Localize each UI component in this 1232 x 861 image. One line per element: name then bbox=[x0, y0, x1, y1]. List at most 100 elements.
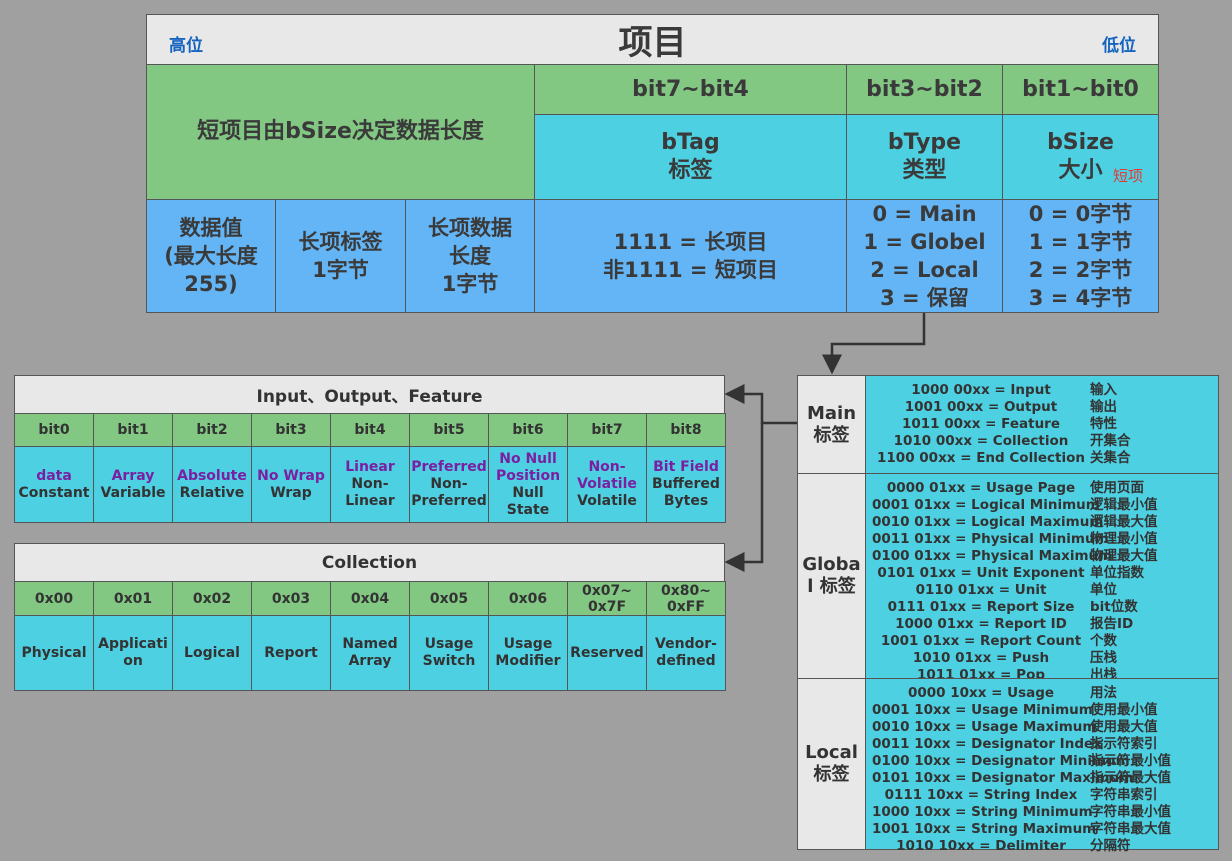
tag-code: 1000 00xx = Input bbox=[911, 382, 1051, 398]
data-value-cell: 数据值 (最大长度 255) bbox=[146, 199, 276, 313]
item-title: 项目 bbox=[618, 23, 687, 63]
table-cell: Logical bbox=[172, 615, 252, 691]
set-meaning: No Wrap bbox=[257, 467, 325, 484]
bsize-cell: bSize 大小 短项 bbox=[1002, 114, 1159, 200]
tag-code: 0111 10xx = String Index bbox=[884, 787, 1078, 803]
collection-table-title: Collection bbox=[14, 543, 725, 582]
long-tag-cell: 长项标签 1字节 bbox=[275, 199, 406, 313]
tag-name: 单位指数 bbox=[1090, 565, 1144, 581]
tag-name: 物理最大值 bbox=[1090, 548, 1158, 564]
tag-code: 1100 00xx = End Collection bbox=[877, 450, 1085, 466]
tag-code: 0101 01xx = Unit Exponent bbox=[877, 565, 1085, 581]
collection-type: Vendor- defined bbox=[655, 636, 717, 669]
collection-type: Named Array bbox=[342, 636, 398, 669]
clear-meaning: Relative bbox=[179, 484, 245, 501]
table-cell: Vendor- defined bbox=[646, 615, 726, 691]
tag-name: 输入 bbox=[1090, 382, 1117, 398]
type-to-main-arrow bbox=[822, 313, 926, 375]
tag-name: 字符串索引 bbox=[1090, 787, 1158, 803]
column-header: bit1 bbox=[93, 413, 173, 447]
collection-type: Usage Switch bbox=[422, 636, 476, 669]
column-header: 0x05 bbox=[409, 581, 489, 616]
tag-name: 逻辑最小值 bbox=[1090, 497, 1158, 513]
bit3-bit2-header: bit3~bit2 bbox=[846, 64, 1003, 115]
tag-code: 0001 01xx = Logical Minimum bbox=[872, 497, 1100, 513]
clear-meaning: Buffered Bytes bbox=[652, 476, 720, 509]
column-header: bit6 bbox=[488, 413, 568, 447]
tag-name: 指示符最大值 bbox=[1090, 770, 1171, 786]
tag-code: 0010 10xx = Usage Maximum bbox=[872, 719, 1097, 735]
column-header: bit0 bbox=[14, 413, 94, 447]
tag-name: 单位 bbox=[1090, 582, 1117, 598]
table-cell: Reserved bbox=[567, 615, 647, 691]
tag-code: 1000 10xx = String Minimum bbox=[872, 804, 1093, 820]
collection-type: Report bbox=[264, 644, 318, 661]
clear-meaning: Null State bbox=[506, 484, 550, 518]
long-length-cell: 长项数据 长度 1字节 bbox=[405, 199, 535, 313]
tag-name: 分隔符 bbox=[1090, 838, 1131, 854]
tag-code: 0010 01xx = Logical Maximum bbox=[872, 514, 1104, 530]
tag-code: 1001 10xx = String Maximum bbox=[872, 821, 1097, 837]
tag-code: 0011 10xx = Designator Index bbox=[872, 736, 1102, 752]
tag-name: 字符串最大值 bbox=[1090, 821, 1171, 837]
collection-type: Applicati on bbox=[98, 636, 168, 669]
column-header: 0x03 bbox=[251, 581, 331, 616]
column-header: 0x07~ 0x7F bbox=[567, 581, 647, 616]
tag-name: 指示符索引 bbox=[1090, 736, 1158, 752]
item-title-bar: 高位 项目 低位 bbox=[146, 14, 1159, 65]
tag-row: 0111 10xx = String Index 字符串索引 bbox=[872, 787, 1171, 804]
tag-name: bit位数 bbox=[1090, 599, 1138, 615]
tag-row: 0101 01xx = Unit Exponent 单位指数 bbox=[872, 565, 1158, 582]
column-header: bit4 bbox=[330, 413, 410, 447]
tag-code: 1010 01xx = Push bbox=[912, 650, 1050, 666]
tag-code: 0100 01xx = Physical Maximum bbox=[872, 548, 1113, 564]
tag-name: 指示符最小值 bbox=[1090, 753, 1171, 769]
set-meaning: Linear bbox=[345, 459, 395, 475]
tag-code: 0101 10xx = Designator Maximum bbox=[872, 770, 1134, 786]
main-tag-label: Main 标签 bbox=[797, 375, 866, 474]
set-meaning: Bit Field bbox=[653, 459, 719, 475]
table-cell: Named Array bbox=[330, 615, 410, 691]
set-meaning: Non- Volatile bbox=[577, 459, 637, 492]
clear-meaning: Volatile bbox=[577, 493, 637, 509]
collection-type: Usage Modifier bbox=[495, 636, 561, 669]
clear-meaning: Non- Preferred bbox=[411, 476, 487, 509]
tag-name: 使用最小值 bbox=[1090, 702, 1158, 718]
tag-code: 1001 01xx = Report Count bbox=[880, 633, 1082, 649]
global-tag-label: Globa l 标签 bbox=[797, 473, 866, 679]
type-values-cell: 0 = Main 1 = Globel 2 = Local 3 = 保留 bbox=[846, 199, 1003, 313]
clear-meaning: Wrap bbox=[270, 484, 312, 501]
main-to-collection-arrow bbox=[724, 423, 764, 572]
table-cell: Usage Switch bbox=[409, 615, 489, 691]
column-header: 0x80~ 0xFF bbox=[646, 581, 726, 616]
column-header: 0x02 bbox=[172, 581, 252, 616]
size-values-cell: 0 = 0字节 1 = 1字节 2 = 2字节 3 = 4字节 bbox=[1002, 199, 1159, 313]
bit1-bit0-header: bit1~bit0 bbox=[1002, 64, 1159, 115]
short-item-description: 短项目由bSize决定数据长度 bbox=[146, 64, 535, 200]
table-cell: Physical bbox=[14, 615, 94, 691]
tag-name: 开集合 bbox=[1090, 433, 1131, 449]
tag-name: 输出 bbox=[1090, 399, 1117, 415]
tag-code: 0111 01xx = Report Size bbox=[887, 599, 1075, 615]
collection-type: Logical bbox=[184, 644, 240, 661]
tag-row: 0111 01xx = Report Size bit位数 bbox=[872, 599, 1158, 616]
